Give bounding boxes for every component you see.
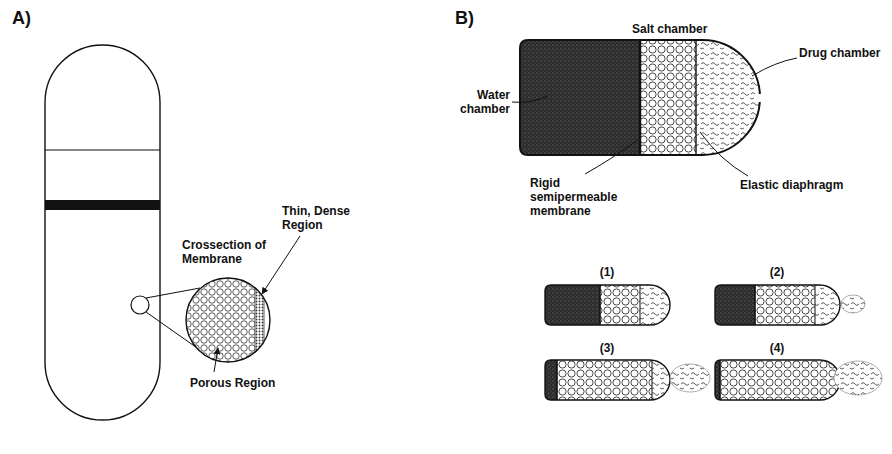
leader-lines — [512, 58, 797, 176]
callout-label: (4) — [757, 341, 797, 355]
osmotic-capsule — [45, 45, 160, 420]
callout-label: (2) — [757, 265, 797, 279]
callout-label: (3) — [587, 341, 627, 355]
callout-label: Elastic diaphragm — [740, 178, 880, 192]
callout-label: Water chamber — [452, 88, 510, 116]
capsule-stage — [545, 360, 710, 400]
panel-letter: B) — [455, 8, 495, 28]
capsule-stage — [545, 285, 675, 325]
membrane-cross-section — [180, 270, 276, 370]
capsule-stage — [715, 285, 865, 325]
callout-label: (1) — [587, 265, 627, 279]
callout-label: Thin, Dense Region — [282, 204, 362, 232]
callout-label: Crossection of Membrane — [182, 238, 292, 266]
callout-label: Salt chamber — [632, 22, 742, 36]
panel-letter: A) — [12, 8, 52, 28]
capsule-stage — [715, 360, 882, 400]
callout-label: Drug chamber — [799, 46, 889, 60]
callout-label: Porous Region — [190, 376, 300, 390]
push-pull-capsule — [520, 40, 766, 155]
callout-label: Rigid semipermeable membrane — [530, 176, 630, 218]
